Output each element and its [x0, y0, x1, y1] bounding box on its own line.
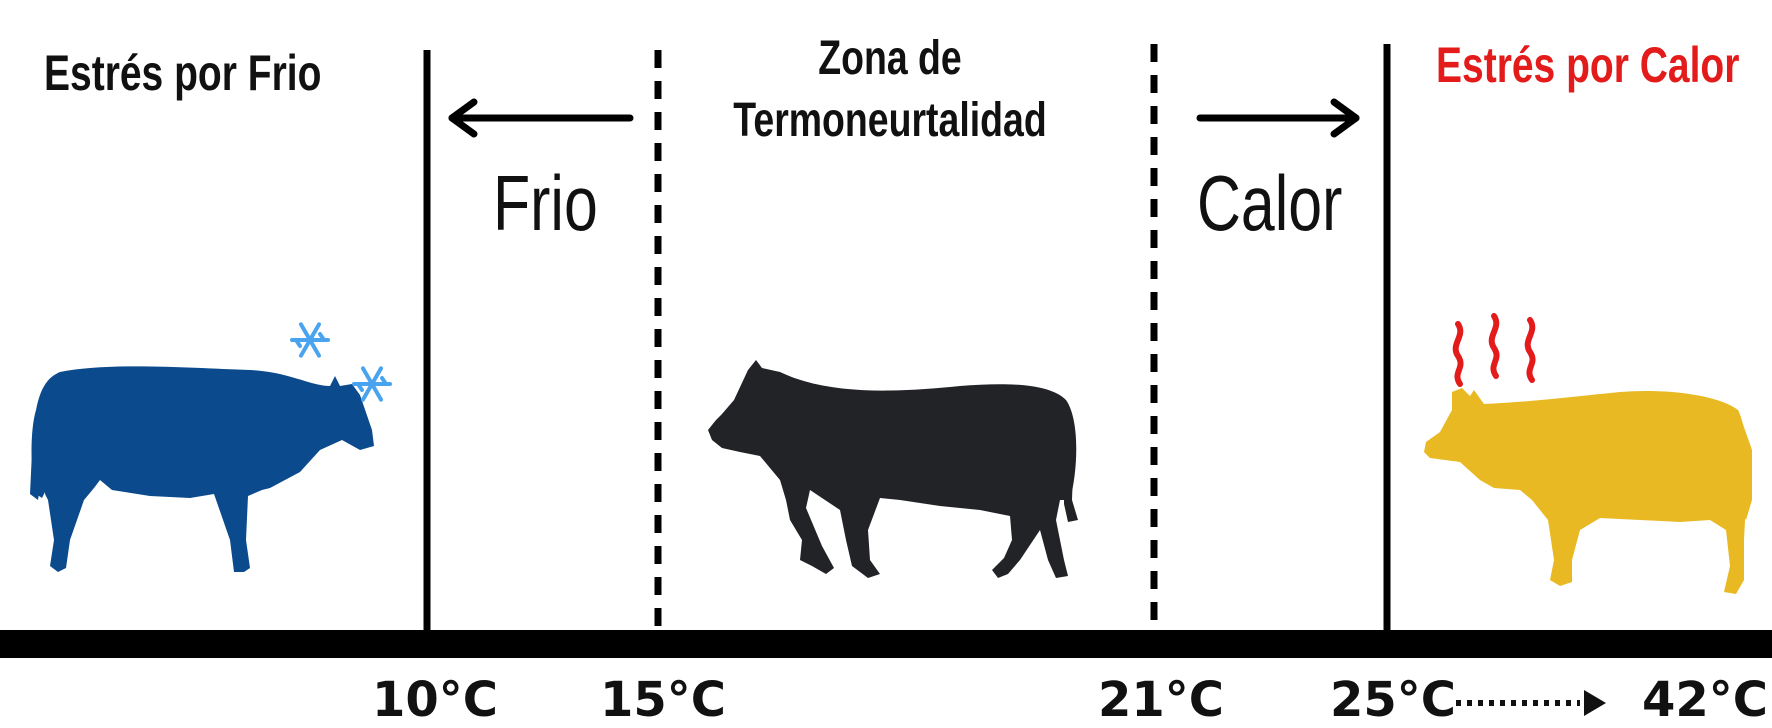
- dotted-arrow-25-42: [1456, 690, 1606, 716]
- zone-title-line1: Zona de: [818, 32, 962, 85]
- heat-stress-title: Estrés por Calor: [1436, 37, 1740, 93]
- neutral-cow-silhouette: [708, 360, 1077, 578]
- cold-cow-tail: [30, 410, 44, 500]
- thermoneutral-zone-title: Zona de Termoneurtalidad: [711, 28, 1070, 152]
- arrow-left-cold: [448, 98, 634, 138]
- temp-label-42: 42°C: [1642, 672, 1769, 728]
- arrow-right-heat: [1196, 98, 1360, 138]
- heat-waves-icon: [1452, 313, 1536, 387]
- temp-label-10: 10°C: [372, 672, 499, 728]
- heat-label: Calor: [1197, 159, 1343, 247]
- temp-label-21: 21°C: [1098, 672, 1225, 728]
- snowflake-icon: [290, 322, 392, 402]
- hot-cow-silhouette: [1424, 388, 1748, 594]
- neutral-cow-tail: [1064, 404, 1078, 522]
- zone-title-line2: Termoneurtalidad: [733, 94, 1047, 147]
- hot-cow-tail: [1738, 410, 1752, 520]
- cold-label: Frio: [493, 159, 598, 247]
- temperature-axis-bar: [0, 630, 1772, 658]
- temp-label-25: 25°C: [1330, 672, 1457, 728]
- cold-cow-silhouette: [31, 366, 374, 572]
- temp-label-15: 15°C: [600, 672, 727, 728]
- cold-stress-title: Estrés por Frio: [44, 45, 322, 101]
